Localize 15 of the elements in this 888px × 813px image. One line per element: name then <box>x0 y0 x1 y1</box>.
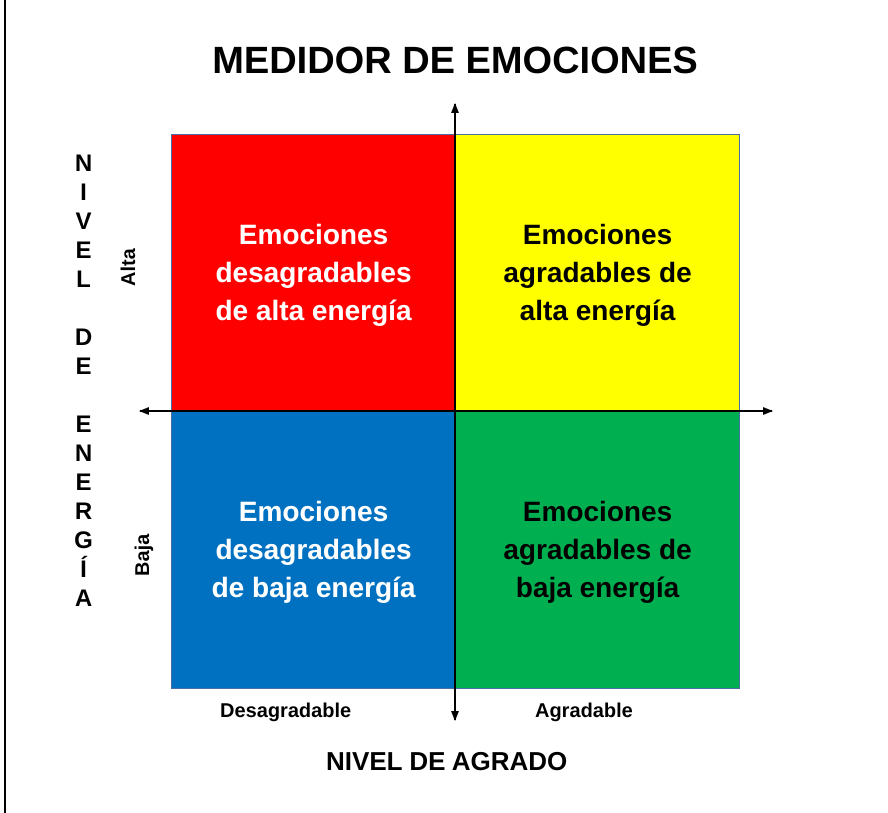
quadrant-box <box>455 411 740 689</box>
quadrant-box <box>171 411 456 689</box>
axis-title: NIVEL DE AGRADO <box>326 746 568 777</box>
quadrant-label: Emociones agradables de baja energía <box>502 495 693 605</box>
quadrant-label: Emociones desagradables de baja energía <box>210 495 417 605</box>
axis-tick-label: Alta <box>118 248 141 286</box>
quadrant-box <box>171 134 456 412</box>
quadrant-label: Emociones agradables de alta energía <box>502 218 693 328</box>
axis-tick-label: Baja <box>132 534 155 576</box>
axis-tick-label: Agradable <box>535 700 633 723</box>
axis-title: NIVEL DE ENERGÍA <box>69 150 98 614</box>
quadrant-box <box>455 134 740 412</box>
axis-tick-label: Desagradable <box>220 700 352 723</box>
quadrant-label: Emociones desagradables de alta energía <box>214 218 413 328</box>
diagram-title: MEDIDOR DE EMOCIONES <box>211 40 699 83</box>
